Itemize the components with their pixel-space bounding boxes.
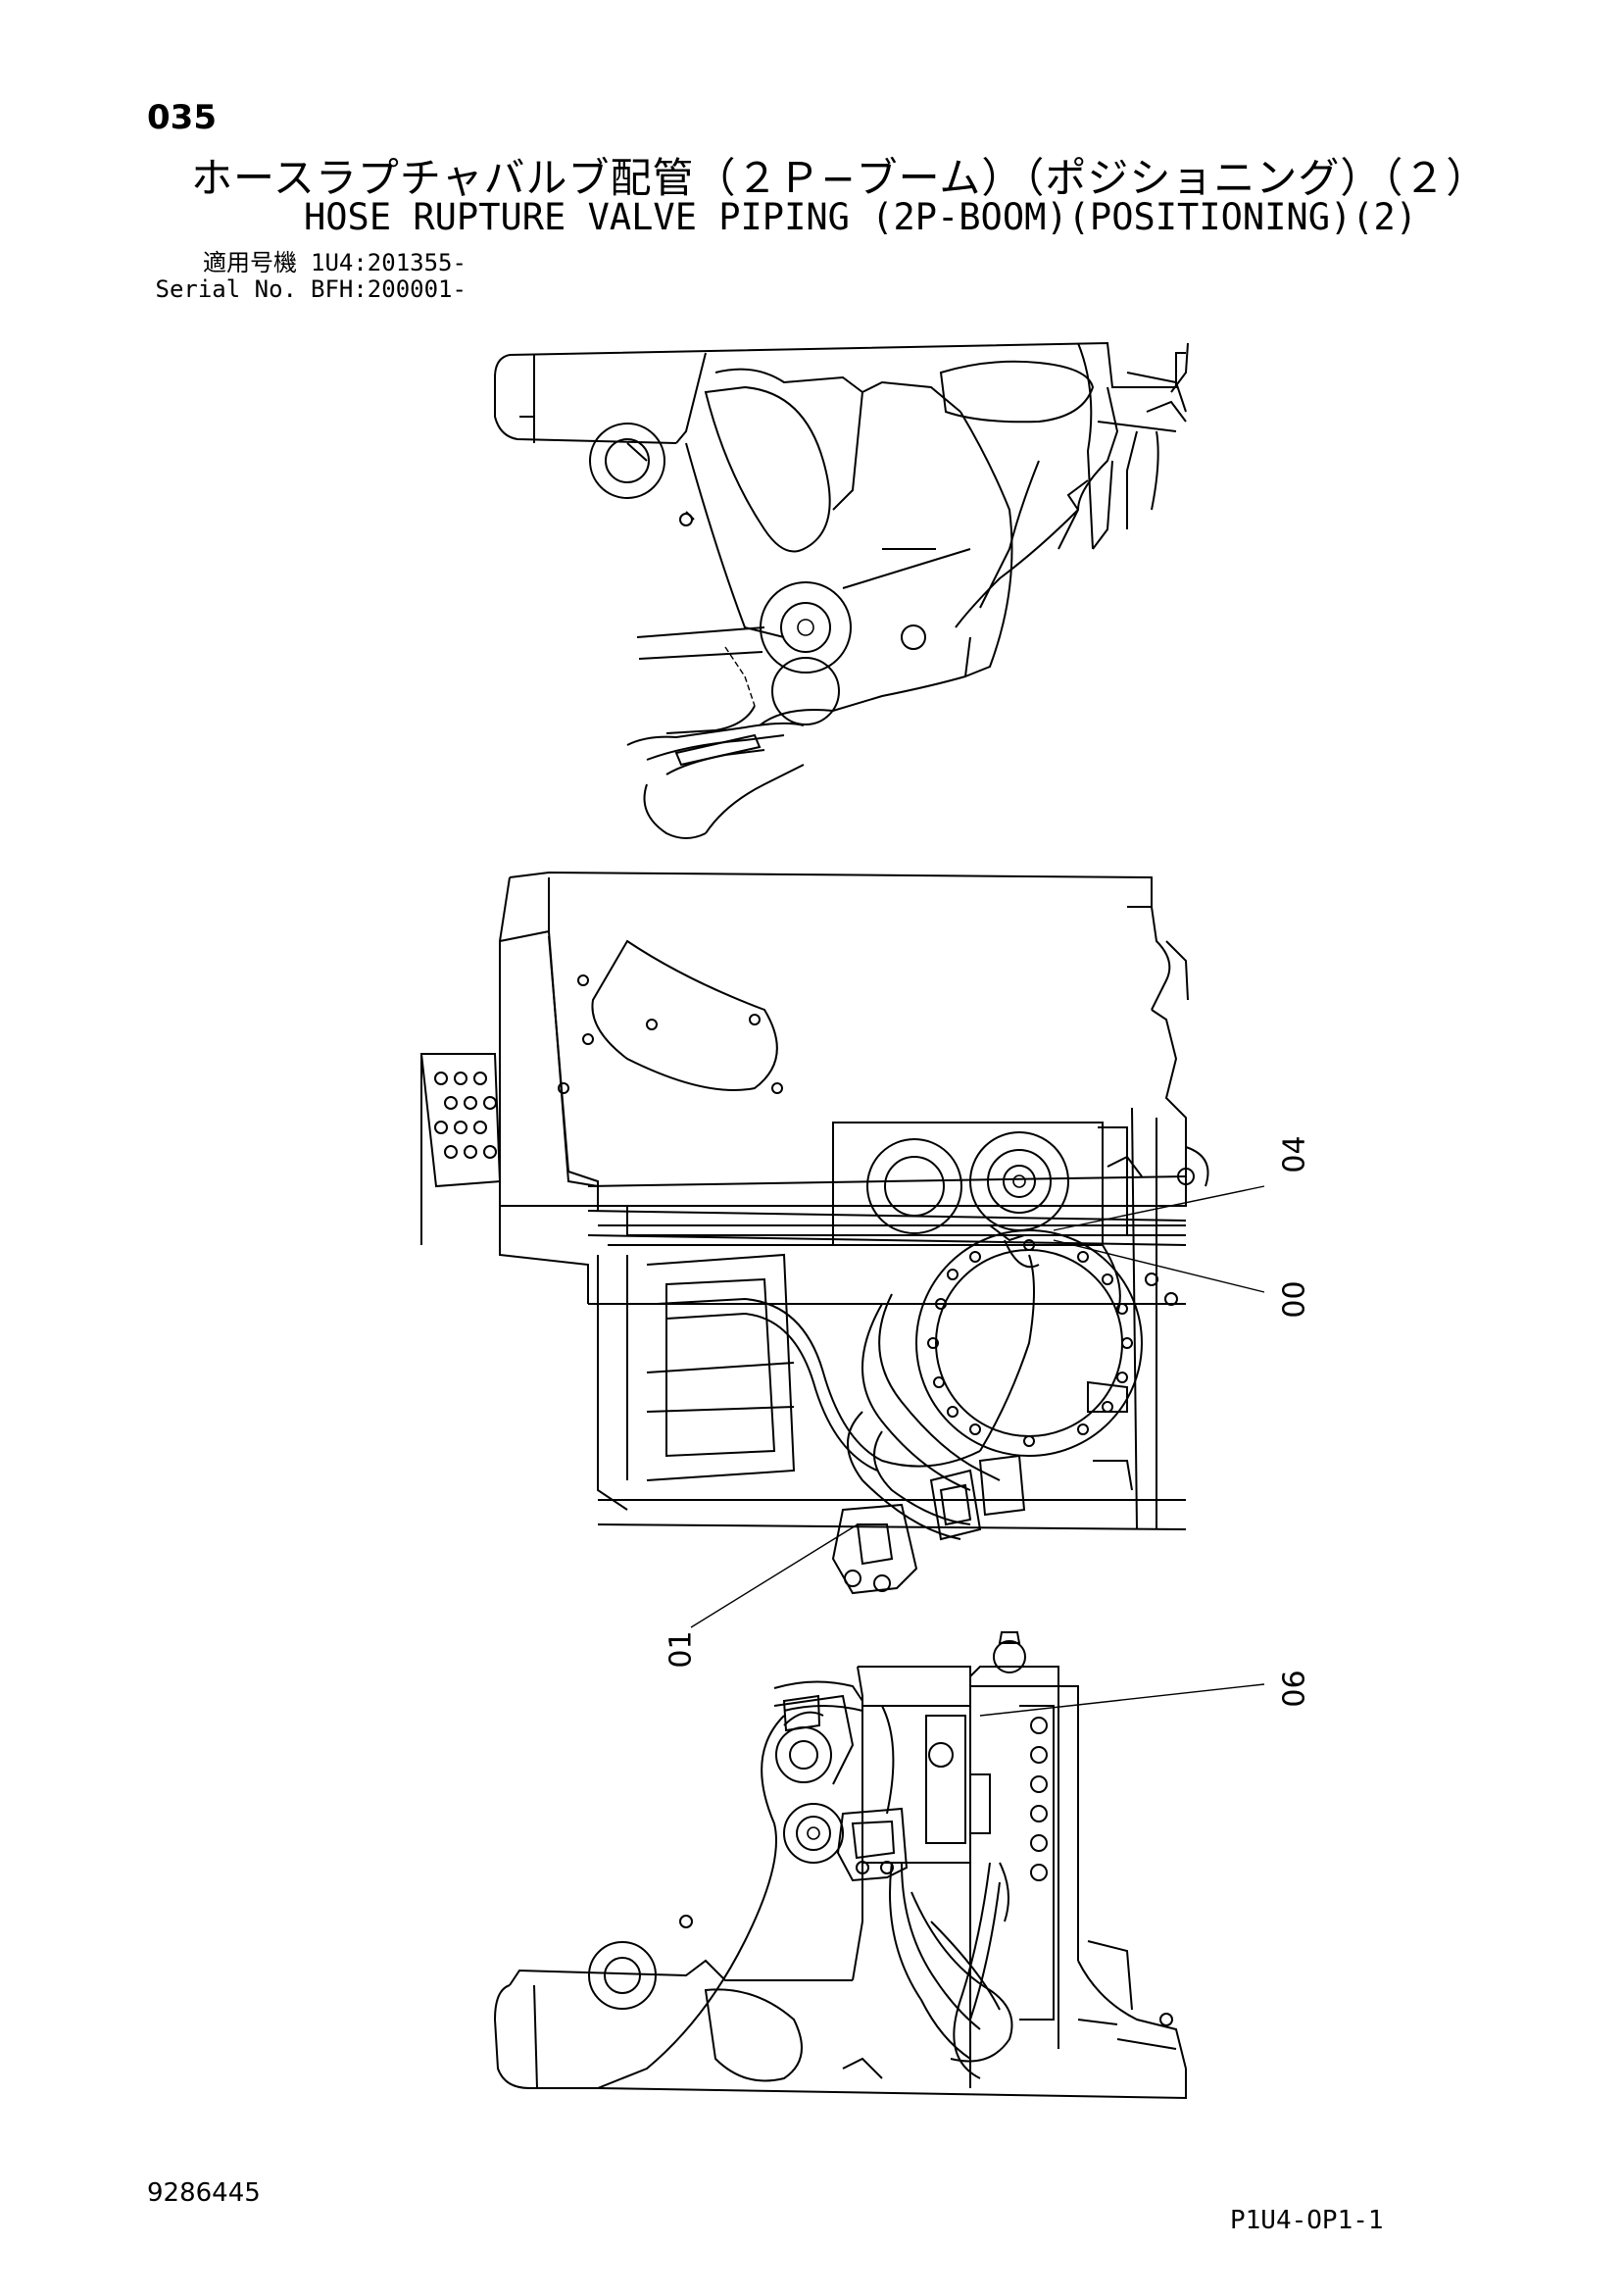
leader-line-04 bbox=[1053, 1185, 1265, 1231]
callout-04: 04 bbox=[1277, 1135, 1312, 1173]
serial-applicability: 適用号機 1U4:201355- Serial No. BFH:200001- bbox=[152, 250, 467, 303]
serial-value: BFH:200001- bbox=[311, 275, 467, 303]
callout-01: 01 bbox=[664, 1630, 699, 1669]
page-title-english: HOSE RUPTURE VALVE PIPING (2P-BOOM)(POSI… bbox=[304, 196, 1418, 238]
leader-line-00 bbox=[1053, 1239, 1265, 1293]
serial-label: 適用号機 bbox=[203, 249, 297, 276]
diagram-bottom-frame bbox=[493, 1631, 1187, 2100]
diagram-middle-frame bbox=[419, 871, 1209, 1595]
leader-line-06 bbox=[979, 1683, 1265, 1717]
leader-line-01 bbox=[690, 1523, 859, 1628]
page-title-japanese: ホースラプチャバルブ配管（２Ｐ−ブーム）（ポジショニング）（２） bbox=[191, 154, 1489, 202]
serial-row: 適用号機 1U4:201355- bbox=[152, 250, 467, 276]
callout-leaders bbox=[690, 1185, 1265, 1717]
diagram-top-frame bbox=[494, 341, 1189, 839]
serial-label: Serial No. bbox=[155, 275, 298, 303]
document-number: 9286445 bbox=[147, 2178, 261, 2208]
callout-06: 06 bbox=[1277, 1670, 1312, 1708]
serial-value: 1U4:201355- bbox=[311, 249, 467, 276]
serial-row: Serial No. BFH:200001- bbox=[152, 276, 467, 303]
callout-00: 00 bbox=[1277, 1280, 1312, 1319]
page-code: P1U4-OP1-1 bbox=[1230, 2206, 1384, 2235]
page-number: 035 bbox=[147, 98, 217, 137]
